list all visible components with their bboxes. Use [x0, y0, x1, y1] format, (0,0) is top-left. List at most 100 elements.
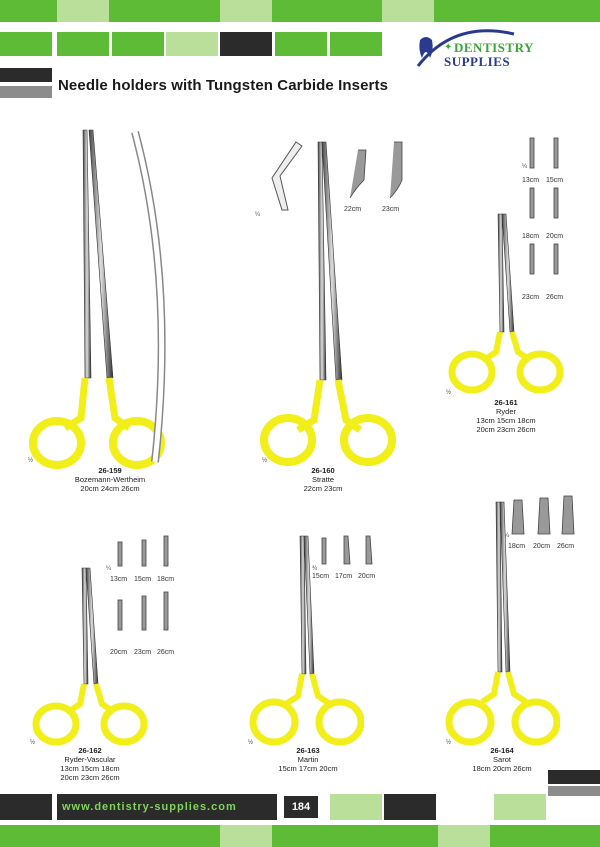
top-tile [330, 32, 382, 56]
top-tile [220, 32, 272, 56]
tip-size-label: 26cm [557, 543, 575, 550]
tip-variants-26-160 [349, 141, 403, 199]
page-number: 184 [284, 796, 318, 818]
scale-label: ½ [248, 740, 254, 746]
tip-size-label: 17cm [335, 573, 353, 580]
top-border [0, 0, 600, 22]
tip-size-label: 18cm [157, 576, 175, 583]
top-tile [0, 32, 52, 56]
tip-size-label: 23cm [134, 649, 152, 656]
tip-variants-26-161 [529, 137, 559, 275]
scale-label: ¼ [106, 566, 112, 572]
scale-label: ½ [262, 458, 268, 464]
bottom-tile [330, 794, 382, 820]
product-caption-26-160: 26-160 Stratte 22cm 23cm [253, 466, 393, 493]
scale-label: ¼ [255, 212, 261, 218]
tip-size-label: 26cm [546, 294, 564, 301]
bottom-tile [384, 794, 436, 820]
top-tile [57, 0, 109, 22]
brand-logo: ✦ DENTISTRY SUPPLIES [414, 26, 544, 74]
tip-size-label: 23cm [522, 294, 540, 301]
tip-size-label: 13cm [110, 576, 128, 583]
footer-url-bar [57, 794, 277, 820]
product-sizes: 22cm 23cm [303, 484, 343, 493]
bottom-bar-dark [548, 770, 600, 784]
product-code: 26-163 [296, 746, 320, 755]
tip-variants-26-164 [511, 495, 575, 535]
instrument-image-26-161 [448, 213, 564, 394]
product-caption-26-164: 26-164 Sarot 18cm 20cm 26cm [440, 746, 564, 773]
top-tile [112, 32, 164, 56]
tip-size-label: 20cm [533, 543, 551, 550]
instrument-image-26-163 [249, 535, 364, 746]
instrument-image-26-160 [260, 141, 396, 466]
tip-size-label: 20cm [546, 233, 564, 240]
scale-label: ¼ [522, 164, 528, 170]
top-tile [382, 0, 434, 22]
scale-label: ½ [446, 390, 452, 396]
instrument-image-26-164 [445, 501, 560, 746]
product-sizes: 15cm 17cm 20cm [278, 764, 338, 773]
bottom-bar-gray [548, 786, 600, 796]
tip-size-label: 26cm [157, 649, 175, 656]
tip-size-label: 20cm [358, 573, 376, 580]
product-name: Sarot [493, 755, 511, 764]
bottom-border [0, 825, 600, 847]
product-name: Martin [297, 755, 319, 764]
tip-size-label: 15cm [546, 177, 564, 184]
scale-label: ½ [30, 740, 36, 746]
tip-size-label: 20cm [110, 649, 128, 656]
product-sizes: 13cm 15cm 18cm [60, 764, 120, 773]
product-name: Ryder-Vascular [64, 755, 116, 764]
scale-label: ¾ [312, 566, 318, 572]
tip-size-label: 18cm [522, 233, 540, 240]
product-code: 26-162 [78, 746, 102, 755]
product-code: 26-161 [494, 398, 518, 407]
scale-label: ¼ [504, 533, 510, 539]
product-code: 26-160 [311, 466, 335, 475]
tip-size-label: 18cm [508, 543, 526, 550]
product-caption-26-163: 26-163 Martin 15cm 17cm 20cm [246, 746, 370, 773]
product-name: Bozemann-Wertheim [74, 475, 146, 484]
product-code: 26-159 [98, 466, 122, 475]
scale-label: ½ [28, 458, 34, 464]
product-sizes-2: 20cm 23cm 26cm [60, 773, 120, 782]
product-sizes: 18cm 20cm 26cm [472, 764, 532, 773]
top-tile [220, 0, 272, 22]
bottom-tile [220, 825, 272, 847]
bottom-tile [494, 794, 546, 820]
bottom-tile [0, 794, 52, 820]
tip-variants-26-162 [117, 535, 169, 631]
svg-text:✦: ✦ [444, 42, 452, 53]
logo-text-supplies: SUPPLIES [444, 54, 511, 69]
title-bar-gray [0, 86, 52, 98]
footer-website-link[interactable]: www.dentistry-supplies.com [62, 801, 237, 813]
product-name: Ryder [495, 407, 516, 416]
bottom-tile [438, 825, 490, 847]
page-title: Needle holders with Tungsten Carbide Ins… [58, 77, 389, 94]
tip-size-label: 15cm [312, 573, 330, 580]
tip-variants-26-163 [321, 535, 373, 565]
instrument-image-26-159 [29, 129, 166, 469]
product-caption-26-162: 26-162 Ryder-Vascular 13cm 15cm 18cm 20c… [28, 746, 152, 782]
tooth-icon: ✦ [416, 29, 515, 67]
logo-text-dentistry: DENTISTRY [454, 40, 534, 55]
scale-label: ½ [446, 740, 452, 746]
product-caption-26-161: 26-161 Ryder 13cm 15cm 18cm 20cm 23cm 26… [444, 398, 568, 434]
top-tile [275, 32, 327, 56]
product-caption-26-159: 26-159 Bozemann-Wertheim 20cm 24cm 26cm [40, 466, 180, 493]
product-sizes-2: 20cm 23cm 26cm [476, 425, 536, 434]
product-name: Stratte [311, 475, 335, 484]
tip-size-label: 13cm [522, 177, 540, 184]
instrument-image-26-162 [32, 567, 148, 746]
top-tile [57, 32, 109, 56]
product-code: 26-164 [490, 746, 514, 755]
product-sizes: 13cm 15cm 18cm [476, 416, 536, 425]
tip-size-label: 23cm [382, 206, 400, 213]
tip-detail-26-160 [271, 141, 303, 211]
product-sizes: 20cm 24cm 26cm [80, 484, 140, 493]
tip-size-label: 22cm [344, 206, 362, 213]
top-tile [166, 32, 218, 56]
tip-size-label: 15cm [134, 576, 152, 583]
title-bar-dark [0, 68, 52, 82]
